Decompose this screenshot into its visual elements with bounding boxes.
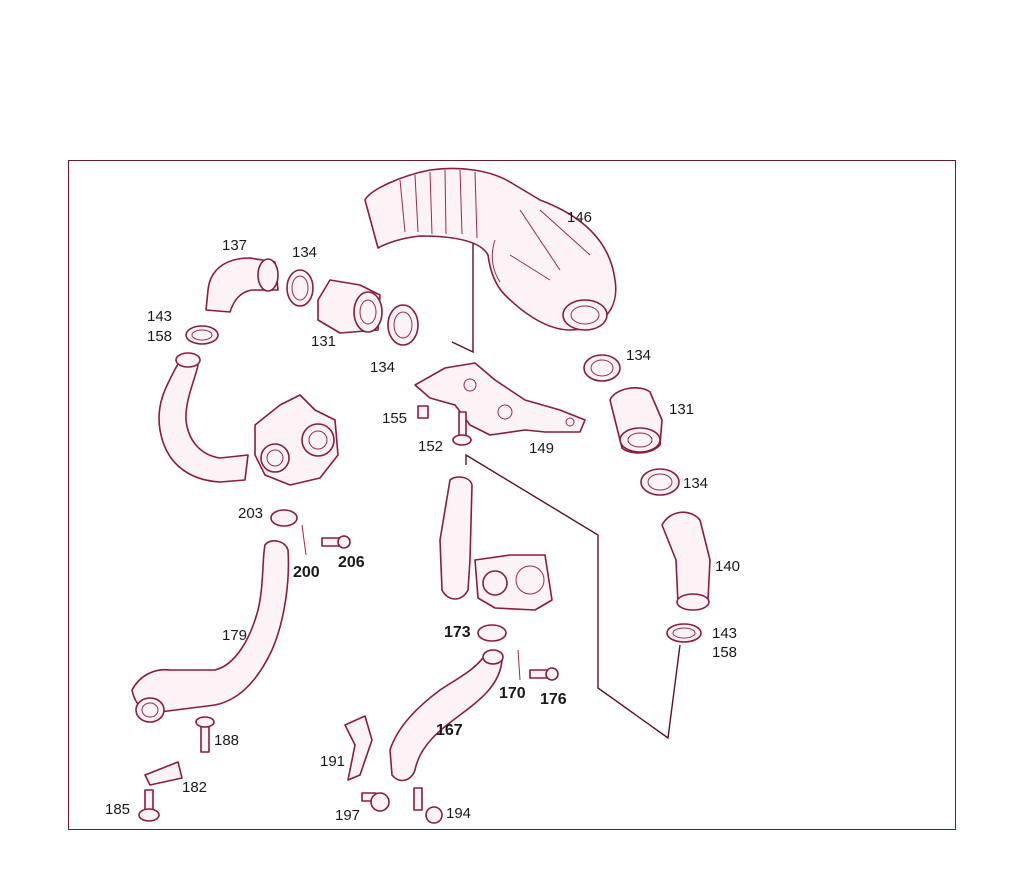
callout-203: 203 (238, 505, 263, 522)
callout-170: 170 (499, 685, 526, 702)
bracket-182 (144, 761, 183, 786)
gasket-173 (477, 624, 507, 642)
leader-line-152 (465, 453, 681, 740)
charge-air-hose-140 (661, 511, 711, 611)
callout-131-b: 131 (669, 401, 694, 418)
hose-clamp-134c (583, 354, 621, 382)
callout-152: 152 (418, 438, 443, 455)
callout-140: 140 (715, 558, 740, 575)
callout-197: 197 (335, 807, 360, 824)
callout-158-b: 158 (712, 644, 737, 661)
callout-149: 149 (529, 440, 554, 457)
gasket-203 (270, 509, 298, 527)
callout-137: 137 (222, 237, 247, 254)
clip-200 (301, 524, 307, 556)
bolt-176 (529, 667, 559, 681)
clip-170 (517, 649, 521, 681)
callout-167: 167 (436, 722, 463, 739)
bolt-185 (138, 789, 160, 822)
callout-173: 173 (444, 624, 471, 641)
callout-134-c: 134 (626, 347, 651, 364)
callout-134-a: 134 (292, 244, 317, 261)
callout-143-a: 143 (147, 308, 172, 325)
callout-191: 191 (320, 753, 345, 770)
air-intake-hose-146 (364, 167, 617, 331)
callout-185: 185 (105, 801, 130, 818)
callout-155: 155 (382, 410, 407, 427)
charge-pipe-167 (389, 649, 504, 782)
callout-194: 194 (446, 805, 471, 822)
bolt-194 (413, 787, 443, 824)
hose-clamp-134a (286, 269, 314, 307)
elbow-hose-137 (205, 257, 279, 313)
air-mass-sensor-131a (317, 279, 383, 334)
air-mass-sensor-131b (609, 387, 663, 454)
charge-pipe-179 (131, 540, 290, 723)
bolt-206 (321, 535, 351, 549)
callout-200: 200 (293, 564, 320, 581)
bolt-152 (452, 411, 472, 446)
clamp-143-158b (666, 623, 702, 643)
hose-clamp-134b (387, 304, 419, 346)
callout-179: 179 (222, 627, 247, 644)
callout-158-a: 158 (147, 328, 172, 345)
clamp-143-158a (185, 325, 219, 345)
leader-line-146 (451, 238, 474, 354)
callout-134-b: 134 (370, 359, 395, 376)
bracket-149 (414, 362, 586, 436)
bolt-155 (417, 405, 429, 419)
callout-143-b: 143 (712, 625, 737, 642)
callout-134-d: 134 (683, 475, 708, 492)
bracket-191 (344, 715, 373, 781)
hose-clamp-134d (640, 468, 680, 496)
turbocharger-assembly-center (439, 476, 553, 611)
callout-188: 188 (214, 732, 239, 749)
charge-pipe-left (158, 352, 249, 483)
callout-206: 206 (338, 554, 365, 571)
bolt-188 (195, 716, 215, 753)
diagram-frame (68, 160, 956, 830)
callout-131-a: 131 (311, 333, 336, 350)
callout-176: 176 (540, 691, 567, 708)
callout-146: 146 (567, 209, 592, 226)
callout-182: 182 (182, 779, 207, 796)
turbocharger-assembly-upper (254, 394, 339, 486)
bolt-197 (361, 792, 390, 812)
